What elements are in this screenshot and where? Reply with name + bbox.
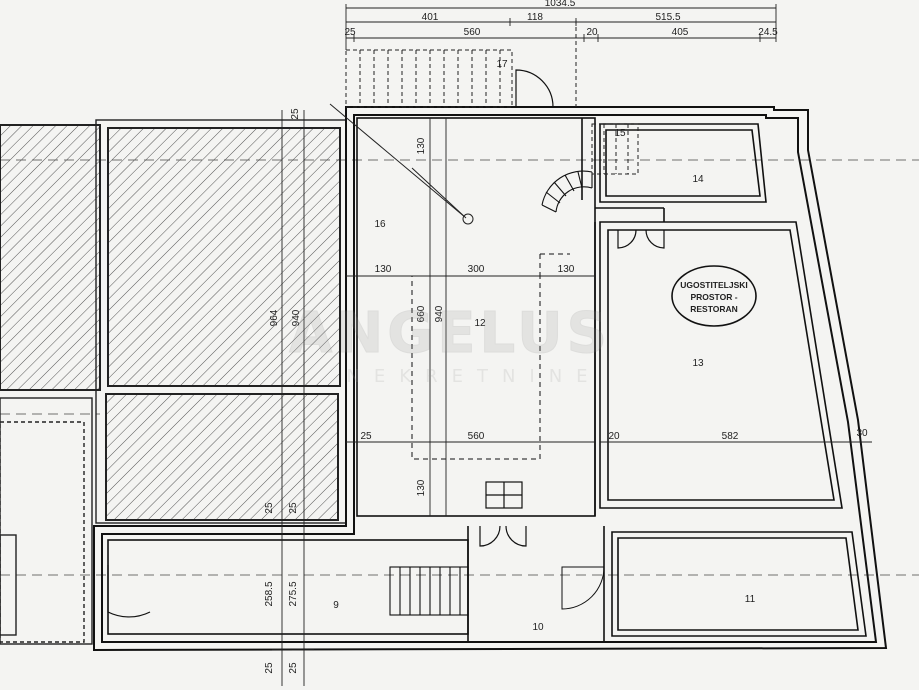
dim-130-left: 130 (375, 264, 392, 275)
room-17-label: 17 (496, 59, 508, 70)
doors (107, 69, 665, 618)
room-13 (599, 221, 843, 509)
restaurant-line-2: PROSTOR - (690, 292, 737, 302)
dim-401: 401 (422, 12, 439, 23)
room-15-label: 15 (614, 128, 626, 139)
dim-130-bottom: 130 (416, 479, 427, 496)
room-12-label: 12 (474, 318, 486, 329)
restaurant-line-1: UGOSTITELJSKI (680, 280, 748, 290)
top-dimension-lines (345, 4, 777, 50)
watermark-sub: NEKRETNINE (346, 366, 601, 387)
watermark: ANGELUS NEKRETNINE (289, 301, 611, 388)
dim-405: 405 (672, 27, 689, 38)
room-13-label: 13 (692, 358, 704, 369)
dim-25-mid-a: 25 (264, 502, 275, 514)
dim-25-left-top: 25 (290, 108, 301, 120)
room-13-dimension-labels: 20 582 30 (608, 428, 868, 442)
room-14-label: 14 (692, 174, 704, 185)
dim-560-room12: 560 (468, 431, 485, 442)
dim-130-right: 130 (558, 264, 575, 275)
dim-940-left: 940 (291, 309, 302, 326)
dim-25-room12: 25 (360, 431, 372, 442)
dim-25-bot-a: 25 (264, 662, 275, 674)
dim-300: 300 (468, 264, 485, 275)
leader-line (329, 103, 474, 225)
restaurant-label: UGOSTITELJSKI PROSTOR - RESTORAN (671, 265, 757, 327)
dim-5155: 515.5 (655, 12, 680, 23)
dim-25-top: 25 (344, 27, 356, 38)
dim-25-bot-b: 25 (288, 662, 299, 674)
dim-582: 582 (722, 431, 739, 442)
dim-660: 660 (416, 305, 427, 322)
dim-940-inner: 940 (434, 305, 445, 322)
watermark-brand: ANGELUS (289, 301, 611, 366)
dim-25-mid-b: 25 (288, 502, 299, 514)
dim-2585: 258.5 (264, 581, 275, 606)
room-11-label: 11 (745, 594, 756, 605)
room-9-label: 9 (333, 600, 339, 611)
dim-2755: 275.5 (288, 581, 299, 606)
dim-total: 1034.5 (545, 0, 576, 9)
dim-964: 964 (269, 309, 280, 326)
top-dimension-labels: 1034.5 401 118 515.5 25 560 20 405 24.5 (344, 0, 778, 38)
hatched-neighbour-blocks (0, 124, 341, 521)
dim-20-top: 20 (586, 27, 598, 38)
dim-245: 24.5 (758, 27, 778, 38)
room-numbers: 9 10 11 12 13 14 15 16 17 (333, 59, 755, 633)
outer-walls (93, 106, 888, 652)
dim-30: 30 (856, 428, 868, 439)
room-16-label: 16 (374, 219, 386, 230)
left-dimension-labels: 25 964 940 25 25 258.5 275.5 25 25 (264, 108, 302, 674)
dim-118: 118 (527, 12, 543, 23)
restaurant-line-3: RESTORAN (690, 304, 738, 314)
room-12-dimension-labels: 130 130 300 130 660 940 25 560 130 (360, 137, 574, 496)
stair-15 (591, 123, 639, 175)
stair-17 (345, 20, 577, 108)
dim-20-room13: 20 (608, 431, 620, 442)
dim-130-top: 130 (416, 137, 427, 154)
spiral-stair (541, 170, 593, 213)
interior-dimension-lines (272, 110, 872, 686)
stairs-room-9 (389, 566, 469, 616)
dim-560-top: 560 (464, 27, 481, 38)
room-10-label: 10 (532, 622, 544, 633)
